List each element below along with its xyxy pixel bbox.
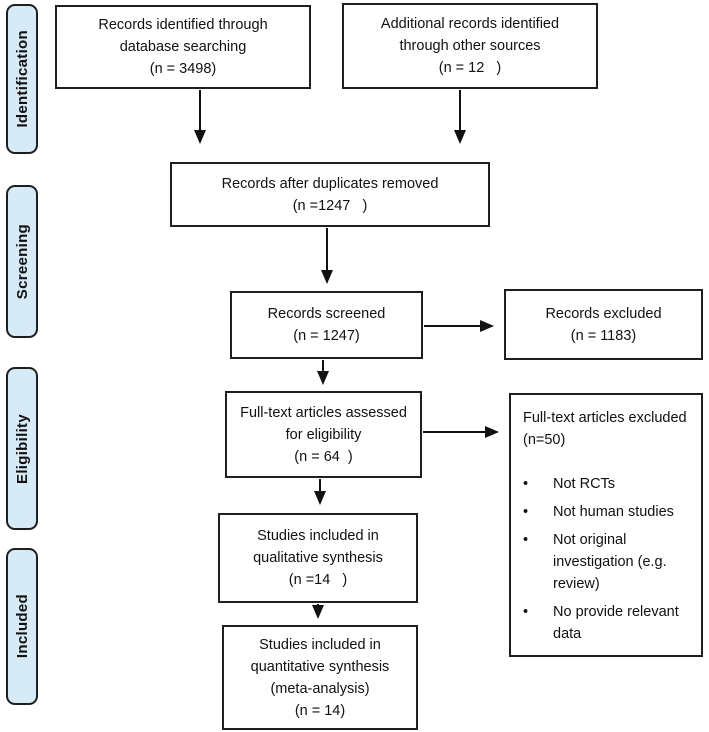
box-text-line: qualitative synthesis	[253, 550, 383, 566]
box-text-line: database searching	[119, 39, 247, 55]
exclusion-reason-list: • Not RCTs • Not human studies • Not ori…	[523, 473, 691, 645]
box-text-line: through other sources	[399, 38, 541, 54]
box-text-line: (meta-analysis)	[270, 680, 370, 697]
exclusion-reason: No provide relevant data	[553, 604, 679, 642]
exclusion-reason: Not original investigation (e.g. review)	[553, 532, 667, 592]
list-item: • Not RCTs	[523, 473, 691, 495]
stage-label-text: Included	[13, 594, 31, 659]
box-fulltext-excluded: Full-text articles excluded (n=50) • Not…	[509, 393, 703, 657]
box-text-line: Additional records identified	[380, 16, 560, 32]
box-count: (n = 3498)	[149, 61, 217, 77]
stage-label-text: Identification	[13, 30, 31, 128]
box-text-line: Records after duplicates removed	[221, 175, 439, 192]
bullet-icon: •	[523, 604, 529, 620]
bullet-icon: •	[523, 532, 529, 548]
bullet-icon: •	[523, 504, 529, 520]
box-text-line: for eligibility	[285, 426, 362, 443]
box-count: (n = 14)	[294, 702, 346, 719]
box-records-identified-database: Records identified through database sear…	[55, 5, 311, 89]
box-records-excluded: Records excluded (n = 1183)	[504, 289, 703, 360]
list-item: • No provide relevant data	[523, 601, 691, 645]
list-item: • Not human studies	[523, 501, 691, 523]
box-text-line: Full-text articles excluded	[523, 410, 687, 426]
box-text-line: quantitative synthesis	[250, 658, 390, 675]
box-fulltext-assessed: Full-text articles assessed for eligibil…	[225, 391, 422, 478]
exclusion-reason: Not human studies	[553, 504, 674, 520]
box-additional-records-other-sources: Additional records identified through ot…	[342, 3, 598, 89]
box-count: (n = 1183)	[570, 327, 637, 344]
bullet-icon: •	[523, 476, 529, 492]
box-count: (n=50)	[523, 432, 566, 448]
box-count: (n =14 )	[288, 572, 348, 588]
stage-label-identification: Identification	[6, 4, 38, 154]
box-records-screened: Records screened (n = 1247)	[230, 291, 423, 359]
box-text-line: Studies included in	[259, 636, 381, 653]
box-text-line: Records identified through	[98, 17, 268, 33]
exclusion-reason: Not RCTs	[553, 476, 616, 492]
box-count: (n = 64 )	[294, 448, 353, 465]
box-count: (n =1247 )	[292, 197, 368, 214]
stage-label-included: Included	[6, 548, 38, 705]
stage-label-eligibility: Eligibility	[6, 367, 38, 530]
box-count: (n = 1247)	[293, 328, 360, 344]
box-quantitative-synthesis: Studies included in quantitative synthes…	[222, 625, 418, 730]
box-text-line: Studies included in	[257, 528, 379, 544]
stage-label-screening: Screening	[6, 185, 38, 338]
box-count: (n = 12 )	[438, 60, 502, 76]
list-item: • Not original investigation (e.g. revie…	[523, 529, 691, 595]
stage-label-text: Eligibility	[13, 413, 31, 484]
box-qualitative-synthesis: Studies included in qualitative synthesi…	[218, 513, 418, 603]
stage-label-text: Screening	[13, 223, 31, 300]
box-text-line: Full-text articles assessed	[240, 404, 407, 421]
box-text-line: Records excluded	[545, 305, 662, 322]
box-text-line: Records screened	[267, 306, 386, 322]
box-records-after-duplicates-removed: Records after duplicates removed (n =124…	[170, 162, 490, 227]
